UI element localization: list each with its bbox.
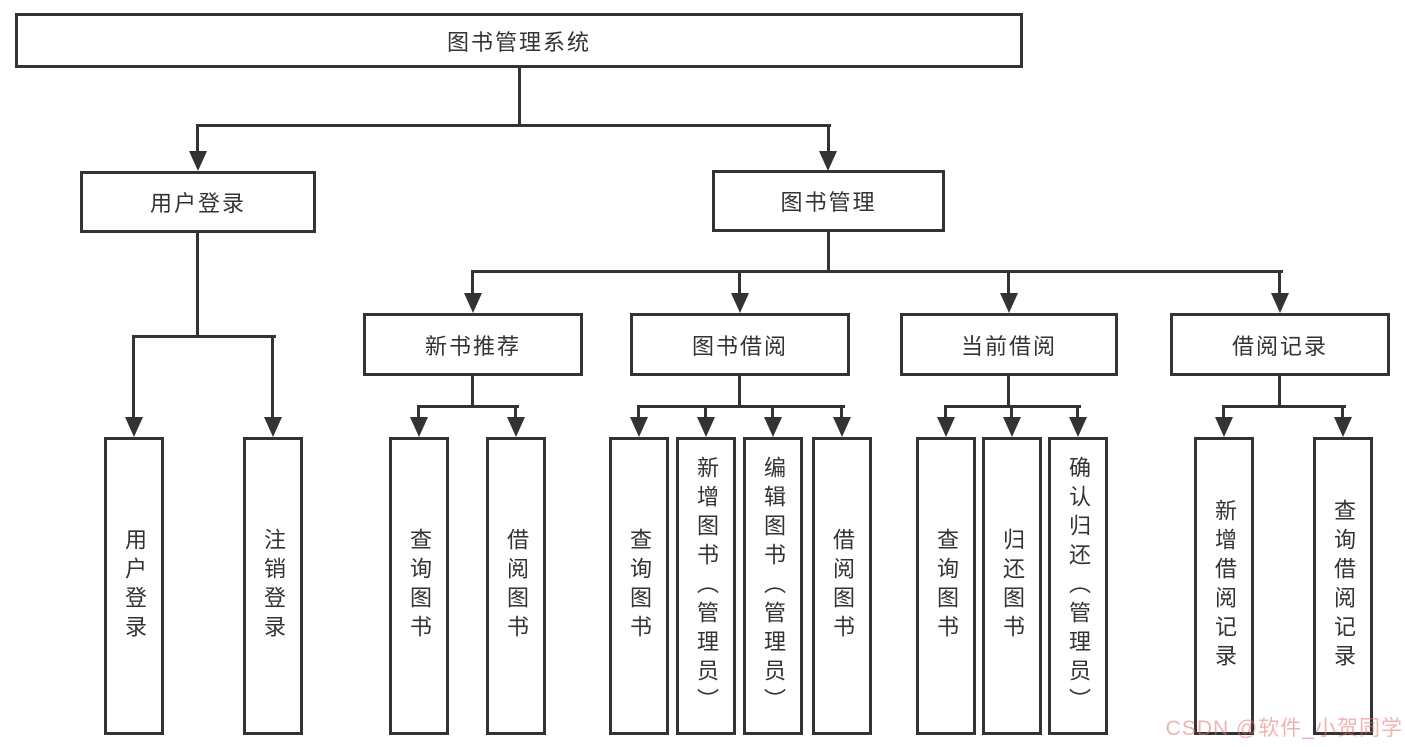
arrowhead-user-login	[189, 151, 207, 171]
node-label: 图书借阅	[691, 333, 788, 359]
node-label: 用户登录	[149, 191, 246, 216]
connector-user-login-stem	[196, 233, 199, 337]
connector-drop-cb-return	[1010, 405, 1013, 419]
node-label: 新书推荐	[424, 333, 521, 359]
node-borrowing-records: 借阅记录	[1170, 313, 1390, 376]
connector-drop-new-book	[471, 270, 474, 295]
connector-new-book-stem	[471, 376, 474, 407]
leaf-label: 借阅图书	[830, 528, 855, 644]
arrowhead-bb-borrow	[833, 417, 851, 437]
connector-drop-user-login	[196, 124, 199, 153]
leaf-label: 归还图书	[1000, 528, 1025, 644]
node-library-management-system: 图书管理系统	[15, 13, 1023, 68]
node-label: 图书管理	[780, 190, 877, 215]
node-book-borrowing: 图书借阅	[630, 313, 850, 376]
connector-drop-br-query	[1341, 405, 1344, 419]
node-label: 图书管理系统	[446, 29, 591, 55]
arrowhead-current-borrow	[1000, 293, 1018, 313]
leaf-label: 编辑图书（管理员）	[761, 455, 786, 717]
leaf-label: 查询图书	[407, 528, 432, 644]
arrowhead-leaf-logout	[264, 417, 282, 437]
connector-drop-leaf-logout	[271, 335, 274, 419]
leaf-user-login: 用户登录	[104, 437, 164, 735]
arrowhead-br-add	[1215, 417, 1233, 437]
leaf-br-query-record: 查询借阅记录	[1313, 437, 1373, 735]
arrowhead-cb-query	[937, 417, 955, 437]
connector-drop-current-borrow	[1007, 270, 1010, 295]
connector-drop-cb-confirm	[1076, 405, 1079, 419]
connector-drop-leaf-login	[132, 335, 135, 419]
connector-book-management-stem	[827, 232, 830, 272]
connector-drop-nb-query	[417, 405, 420, 419]
connector-drop-bb-query	[637, 405, 640, 419]
leaf-cb-return-books: 归还图书	[982, 437, 1042, 735]
arrowhead-cb-return	[1003, 417, 1021, 437]
node-label: 当前借阅	[960, 333, 1057, 359]
arrowhead-bb-edit	[764, 417, 782, 437]
connector-book-management-rail	[472, 270, 1283, 273]
leaf-br-add-record: 新增借阅记录	[1194, 437, 1254, 735]
leaf-nb-query-books: 查询图书	[389, 437, 449, 735]
node-current-borrowing: 当前借阅	[900, 313, 1118, 376]
leaf-label: 确认归还（管理员）	[1066, 455, 1091, 717]
leaf-logout: 注销登录	[243, 437, 303, 735]
connector-drop-bb-add	[704, 405, 707, 419]
connector-drop-bb-borrow	[840, 405, 843, 419]
leaf-bb-borrow-books: 借阅图书	[812, 437, 872, 735]
leaf-label: 新增图书（管理员）	[694, 455, 719, 717]
connector-borrow-records-stem	[1278, 376, 1281, 407]
leaf-label: 借阅图书	[504, 528, 529, 644]
leaf-bb-add-books-admin: 新增图书（管理员）	[676, 437, 736, 735]
csdn-watermark: CSDN @软件_小贺同学	[1165, 717, 1403, 740]
connector-root-stem	[518, 68, 521, 124]
leaf-label: 查询借阅记录	[1331, 499, 1356, 673]
leaf-label: 用户登录	[122, 528, 147, 644]
connector-drop-borrow-records	[1278, 270, 1281, 295]
leaf-label: 查询图书	[934, 528, 959, 644]
arrowhead-br-query	[1334, 417, 1352, 437]
node-label: 借阅记录	[1231, 333, 1328, 359]
arrowhead-book-borrow	[731, 293, 749, 313]
connector-borrow-records-rail	[1222, 405, 1346, 408]
connector-book-borrow-stem	[738, 376, 741, 407]
leaf-cb-confirm-return-admin: 确认归还（管理员）	[1048, 437, 1108, 735]
arrowhead-cb-confirm	[1069, 417, 1087, 437]
connector-current-borrow-stem	[1007, 376, 1010, 407]
arrowhead-book-management	[819, 151, 837, 171]
connector-drop-cb-query	[944, 405, 947, 419]
connector-drop-nb-borrow	[514, 405, 517, 419]
arrowhead-nb-borrow	[507, 417, 525, 437]
connector-drop-bb-edit	[771, 405, 774, 419]
node-user-login: 用户登录	[80, 171, 316, 233]
leaf-cb-query-books: 查询图书	[916, 437, 976, 735]
leaf-label: 新增借阅记录	[1212, 499, 1237, 673]
leaf-nb-borrow-books: 借阅图书	[486, 437, 546, 735]
connector-user-login-rail	[133, 335, 276, 338]
arrowhead-borrow-records	[1271, 293, 1289, 313]
arrowhead-leaf-login	[125, 417, 143, 437]
connector-drop-book-borrow	[738, 270, 741, 295]
connector-root-rail	[196, 124, 831, 127]
node-new-book-recommendation: 新书推荐	[363, 313, 583, 376]
arrowhead-new-book	[464, 293, 482, 313]
leaf-label: 查询图书	[627, 528, 652, 644]
arrowhead-nb-query	[410, 417, 428, 437]
connector-drop-br-add	[1222, 405, 1225, 419]
leaf-bb-query-books: 查询图书	[609, 437, 669, 735]
arrowhead-bb-add	[697, 417, 715, 437]
connector-new-book-rail	[417, 405, 519, 408]
arrowhead-bb-query	[630, 417, 648, 437]
leaf-label: 注销登录	[261, 528, 286, 644]
leaf-bb-edit-books-admin: 编辑图书（管理员）	[743, 437, 803, 735]
connector-drop-book-management	[827, 124, 830, 153]
node-book-management: 图书管理	[712, 170, 945, 232]
connector-book-borrow-rail	[637, 405, 845, 408]
